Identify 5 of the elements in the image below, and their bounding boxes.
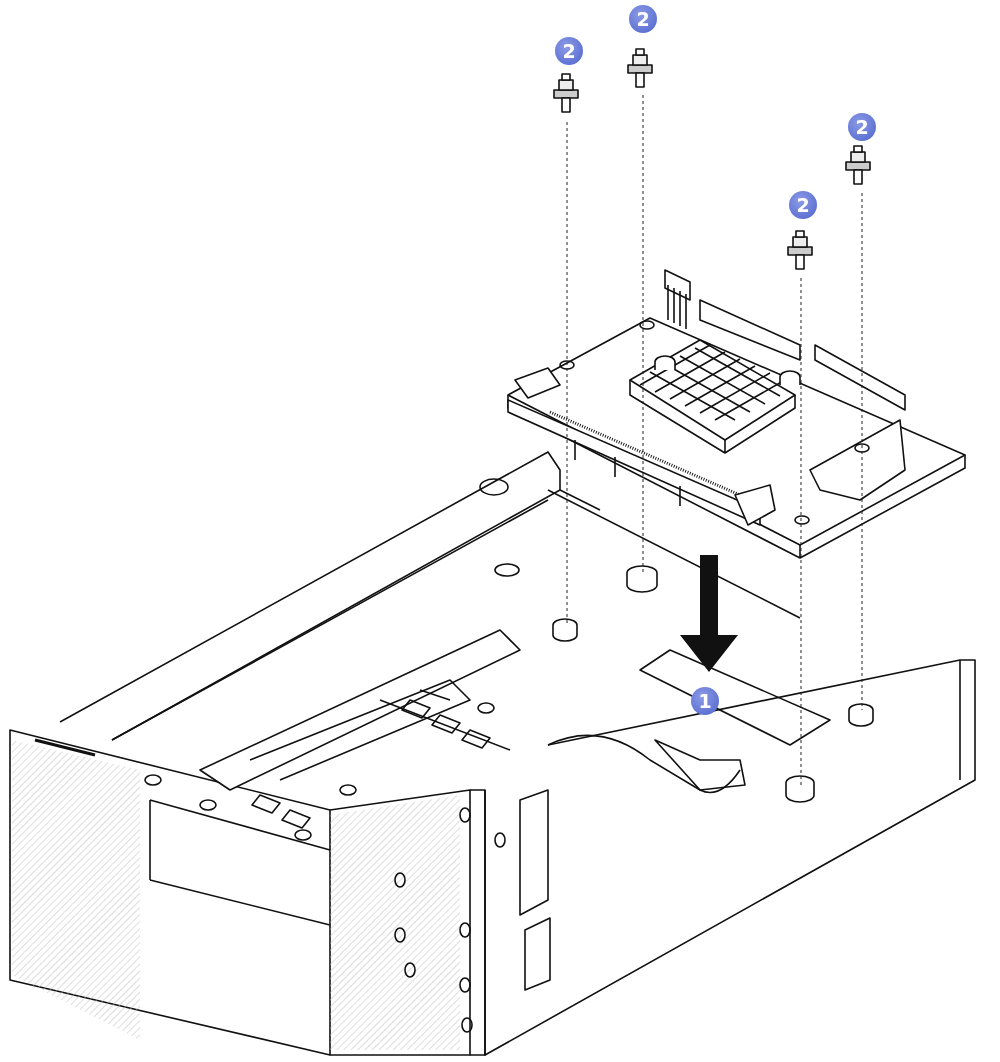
callout-number: 2 <box>789 191 817 219</box>
callout-number: 2 <box>848 113 876 141</box>
callout-number: 2 <box>629 5 657 33</box>
callout-number: 2 <box>555 37 583 65</box>
callout-number: 1 <box>691 687 719 715</box>
